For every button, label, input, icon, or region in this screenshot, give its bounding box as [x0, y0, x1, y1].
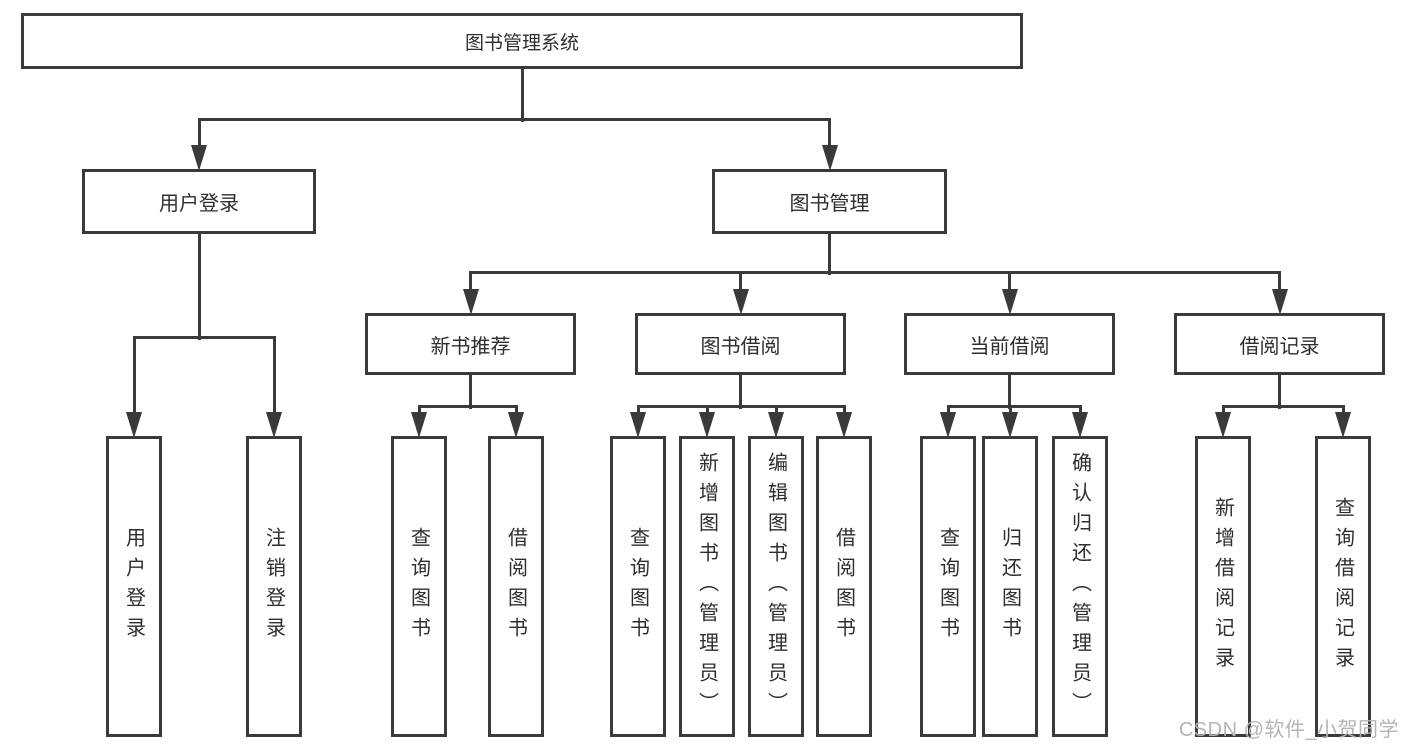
- arrow-down-icon: [126, 412, 142, 438]
- node-leaf-query-book-1: 查询图书: [391, 436, 447, 737]
- node-borrow-records: 借阅记录: [1174, 313, 1385, 375]
- connector-line: [1008, 375, 1011, 409]
- node-book-borrow: 图书借阅: [635, 313, 846, 375]
- connector-line: [828, 119, 831, 147]
- arrow-down-icon: [768, 412, 784, 438]
- node-leaf-user-login: 用户登录: [106, 436, 162, 737]
- connector-line: [636, 406, 640, 414]
- connector-line: [417, 406, 421, 414]
- connector-line: [469, 272, 472, 291]
- connector-line: [946, 404, 1082, 408]
- arrow-down-icon: [1271, 289, 1288, 315]
- connector-line: [739, 375, 742, 409]
- arrow-down-icon: [1001, 289, 1018, 315]
- connector-line: [132, 337, 136, 414]
- connector-line: [1008, 406, 1012, 414]
- connector-line: [1278, 375, 1281, 409]
- connector-line: [272, 337, 276, 414]
- connector-line: [1278, 272, 1281, 291]
- connector-line: [469, 375, 472, 409]
- arrow-down-icon: [732, 289, 749, 315]
- arrow-down-icon: [462, 289, 479, 315]
- node-leaf-borrow-book-1: 借阅图书: [488, 436, 544, 737]
- node-leaf-query-record: 查询借阅记录: [1315, 436, 1371, 737]
- arrow-down-icon: [411, 412, 427, 438]
- node-leaf-edit-book: 编辑图书（管理员）: [748, 436, 804, 737]
- connector-line: [774, 406, 778, 414]
- node-leaf-add-book: 新增图书（管理员）: [679, 436, 735, 737]
- arrow-down-icon: [1072, 412, 1088, 438]
- node-leaf-return-book: 归还图书: [982, 436, 1038, 737]
- node-new-book-rec: 新书推荐: [365, 313, 576, 375]
- connector-line: [1008, 272, 1011, 291]
- arrow-down-icon: [940, 412, 956, 438]
- connector-line: [705, 406, 709, 414]
- connector-line: [514, 406, 518, 414]
- connector-line: [739, 272, 742, 291]
- arrow-down-icon: [191, 145, 207, 171]
- arrow-down-icon: [821, 145, 838, 171]
- node-leaf-query-book-2: 查询图书: [610, 436, 666, 737]
- arrow-down-icon: [1002, 412, 1018, 438]
- node-leaf-logout: 注销登录: [246, 436, 302, 737]
- connector-line: [842, 406, 846, 414]
- connector-line: [1221, 406, 1225, 414]
- node-current-borrow: 当前借阅: [904, 313, 1115, 375]
- connector-line: [828, 234, 831, 275]
- connector-line: [636, 404, 846, 408]
- connector-line: [417, 404, 518, 408]
- connector-line: [197, 119, 201, 147]
- connector-line: [197, 117, 831, 121]
- arrow-down-icon: [266, 412, 282, 438]
- connector-line: [469, 270, 1281, 274]
- connector-line: [946, 406, 950, 414]
- connector-line: [1221, 404, 1345, 408]
- arrow-down-icon: [1335, 412, 1351, 438]
- node-user-login: 用户登录: [82, 169, 316, 234]
- connector-line: [1078, 406, 1082, 414]
- node-root: 图书管理系统: [21, 13, 1023, 69]
- connector-line: [1341, 406, 1345, 414]
- node-leaf-add-record: 新增借阅记录: [1195, 436, 1251, 737]
- connector-line: [520, 69, 524, 122]
- connector-line: [197, 234, 201, 340]
- arrow-down-icon: [630, 412, 646, 438]
- arrow-down-icon: [836, 412, 852, 438]
- arrow-down-icon: [508, 412, 524, 438]
- arrow-down-icon: [1215, 412, 1231, 438]
- node-book-mgmt: 图书管理: [712, 169, 947, 234]
- node-leaf-query-book-3: 查询图书: [920, 436, 976, 737]
- node-leaf-borrow-book-2: 借阅图书: [816, 436, 872, 737]
- connector-line: [132, 335, 276, 339]
- arrow-down-icon: [699, 412, 715, 438]
- node-leaf-confirm-return: 确认归还（管理员）: [1052, 436, 1108, 737]
